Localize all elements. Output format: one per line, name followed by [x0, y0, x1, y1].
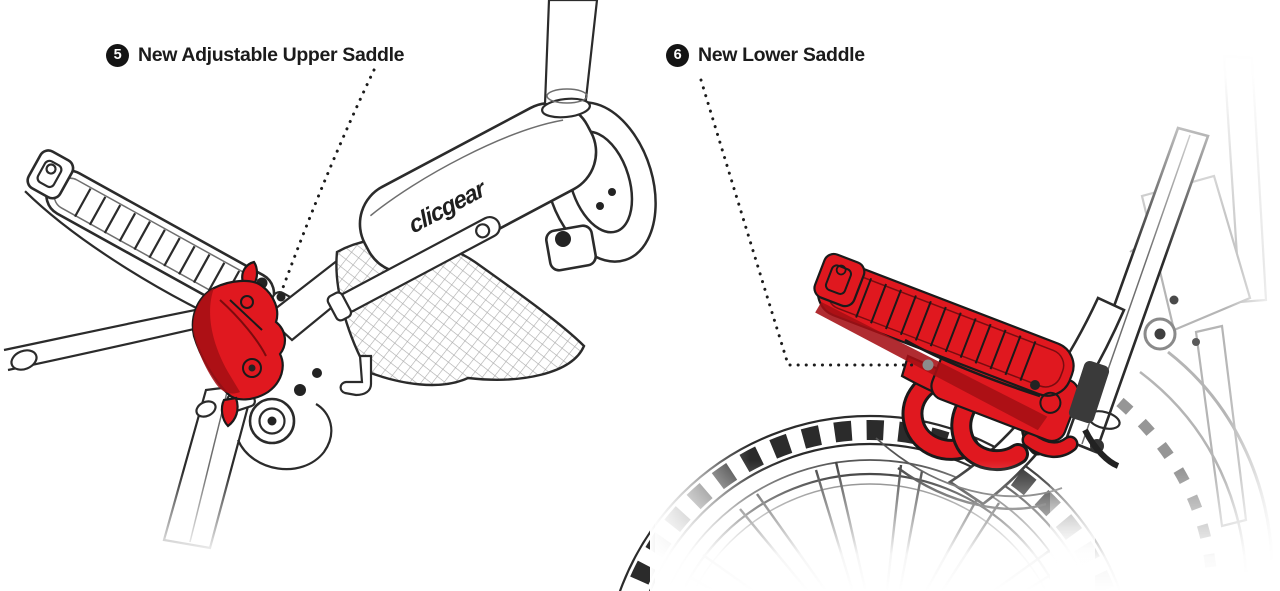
leader-line-6 [699, 78, 789, 363]
callout-5-number-badge: 5 [106, 44, 129, 67]
saddle-buckle [813, 252, 866, 308]
bolt [276, 292, 286, 302]
strap-rungs [74, 188, 241, 300]
fade-overlay [1225, 30, 1280, 591]
upper-saddle-highlight [191, 260, 286, 428]
callout-5: 5 New Adjustable Upper Saddle [106, 44, 404, 67]
handle-post [541, 0, 616, 210]
bag-strap-arm [24, 149, 302, 335]
strap-buckle [26, 149, 75, 200]
saddle-clamp [1068, 361, 1120, 469]
bolt [1192, 338, 1200, 346]
figure-lower-saddle [618, 30, 1280, 591]
fade-overlay [120, 470, 300, 585]
callout-5-text: New Adjustable Upper Saddle [138, 44, 405, 66]
saddle-rungs [855, 277, 1037, 381]
bolt [294, 384, 306, 396]
bolt [1169, 295, 1179, 305]
leader-line-5 [279, 68, 376, 295]
figure-upper-saddle: clicgear [3, 0, 657, 585]
net-hook [339, 354, 373, 397]
callout-6-number-badge: 6 [666, 44, 689, 67]
bolt [312, 368, 322, 378]
frame-pivot-bolt [1154, 328, 1166, 340]
leader-endpoint-dot [922, 359, 934, 371]
storage-net [335, 237, 586, 387]
saddle-body [813, 252, 1080, 443]
console-lever [326, 215, 501, 322]
callout-6-text: New Lower Saddle [698, 44, 865, 66]
lower-saddle-highlight [813, 252, 1120, 472]
wheel-tread-knobs [624, 420, 1116, 591]
fade-overlay [655, 460, 1095, 591]
console-clamp [545, 224, 597, 272]
console-body: clicgear [326, 101, 598, 322]
callout-6: 6 New Lower Saddle [666, 44, 865, 67]
